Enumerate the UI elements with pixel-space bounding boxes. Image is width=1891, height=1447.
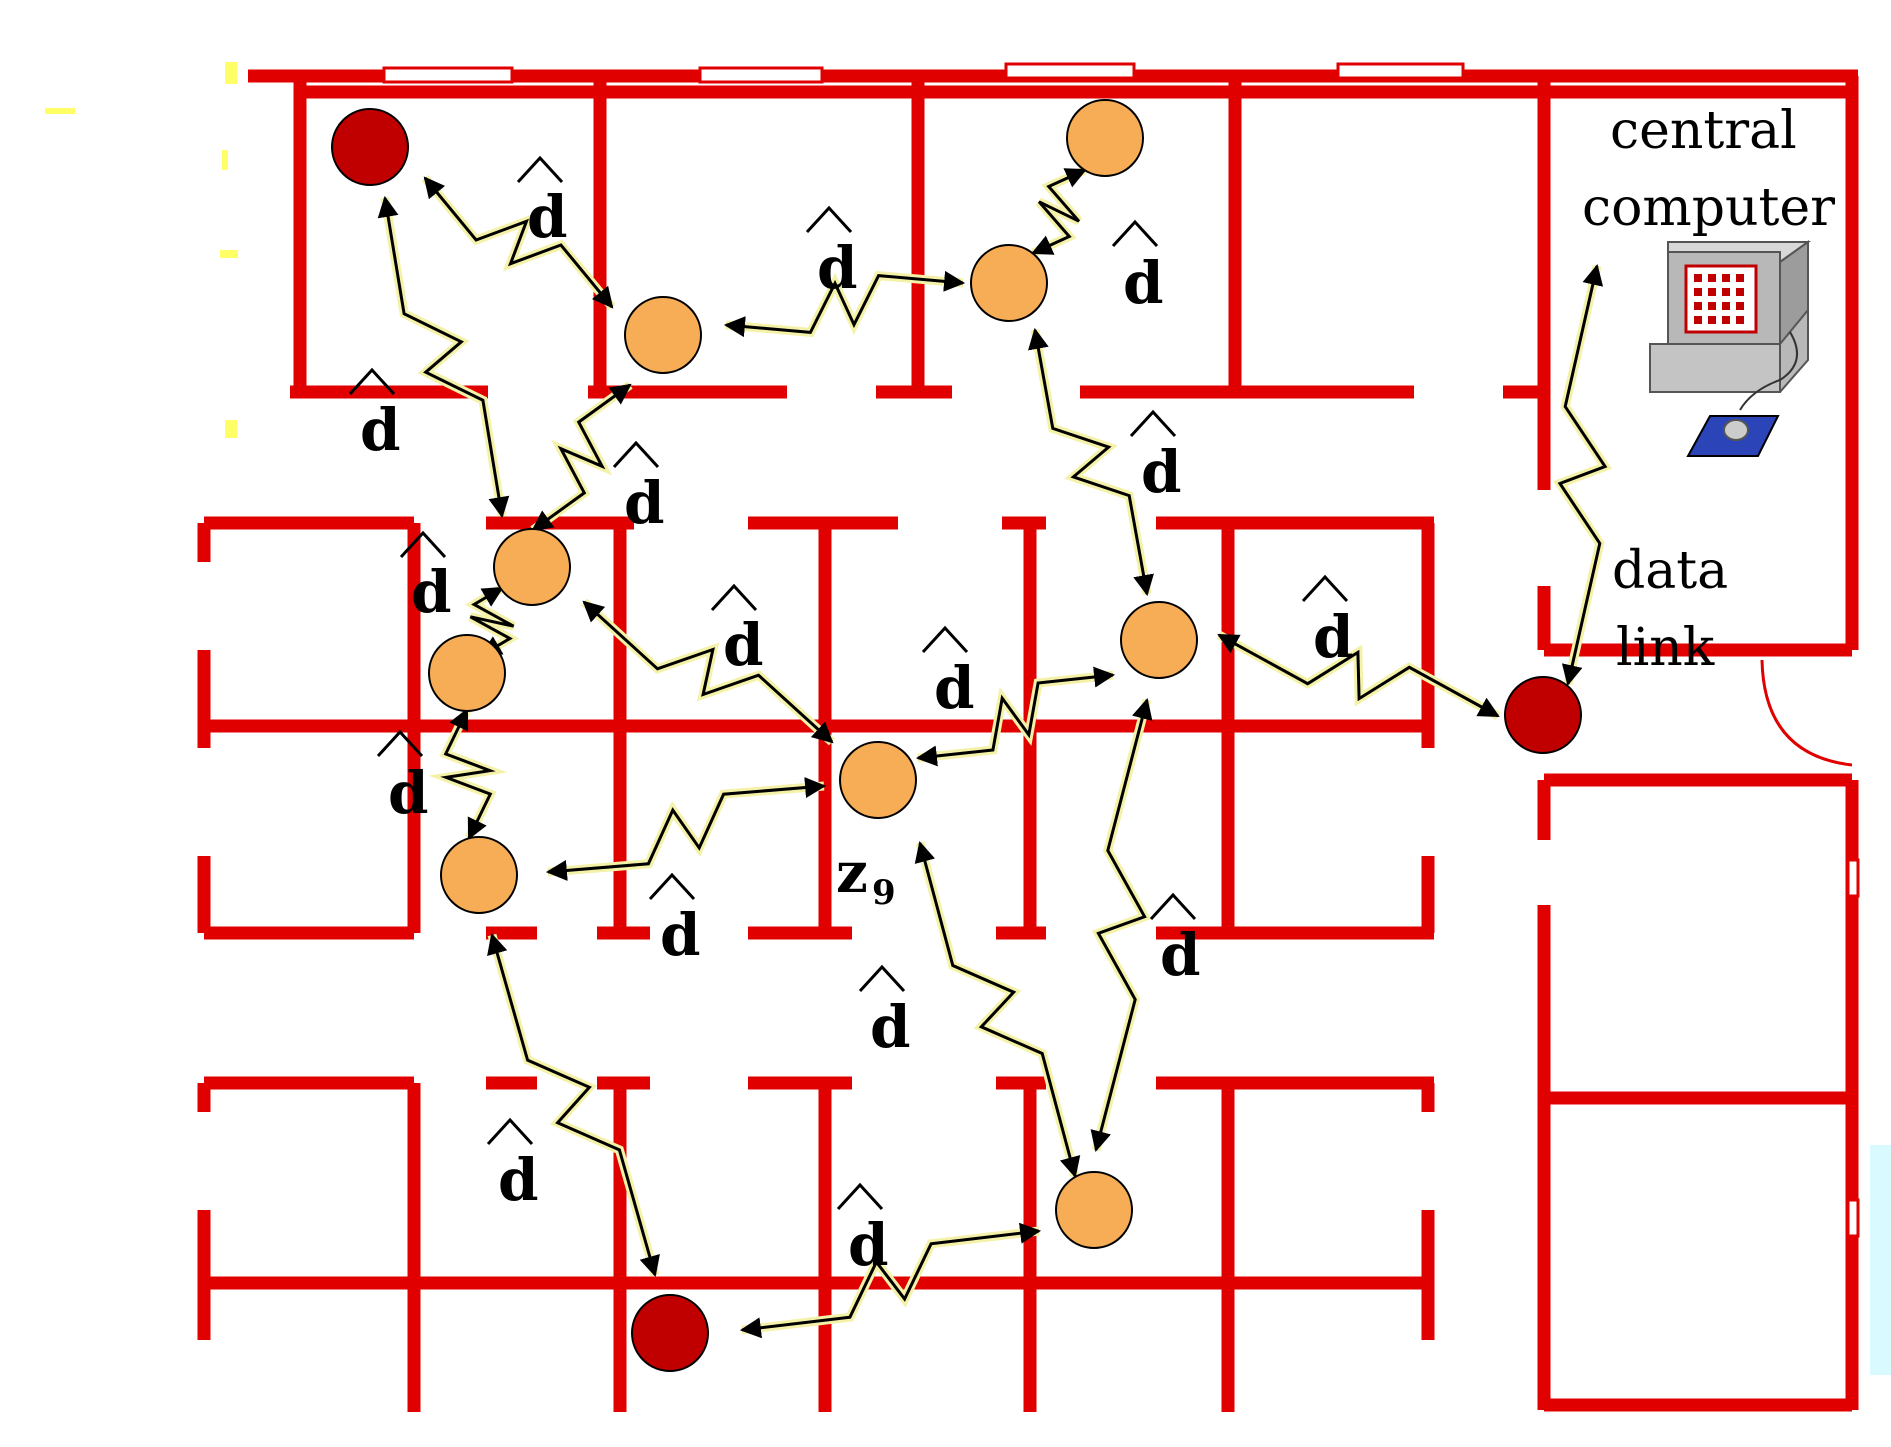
distance-label-d: d: [498, 1146, 539, 1214]
data-link-label-line1: data: [1612, 541, 1728, 601]
sensor-node-z9: [839, 741, 917, 819]
wireless-link-arrow: [1028, 327, 1154, 597]
wireless-link-arrow: [1216, 631, 1501, 720]
distance-label-d: d: [360, 396, 401, 464]
wireless-link-arrow: [421, 175, 616, 310]
top-wall-windows: [382, 62, 1860, 1238]
wireless-link-arrow: [914, 840, 1081, 1179]
distance-label-d: d: [624, 469, 665, 537]
estimate-hat: [805, 205, 853, 234]
distance-label-d: d: [527, 183, 568, 251]
sensor-node: [1055, 1171, 1133, 1249]
wireless-link-arrow: [428, 708, 508, 840]
wireless-link-arrow: [1553, 263, 1612, 687]
distance-label-d: d: [1313, 603, 1354, 671]
distance-label-d: d: [660, 901, 701, 969]
distance-label-d: d: [1160, 921, 1201, 989]
wireless-link-arrow: [739, 1222, 1042, 1339]
sensor-nodes: [331, 99, 1582, 1372]
data-link-label-line2: link: [1616, 618, 1715, 678]
wireless-links: [377, 165, 1612, 1339]
wireless-link-arrow: [487, 932, 660, 1278]
wireless-link-arrow: [580, 598, 836, 746]
sensor-node: [1120, 601, 1198, 679]
sensor-node: [1066, 99, 1144, 177]
central-computer-label-line2: computer: [1582, 178, 1835, 238]
sensor-node: [440, 836, 518, 914]
sensor-node: [624, 296, 702, 374]
estimate-hat: [486, 1117, 534, 1146]
estimate-hat: [921, 625, 969, 654]
gateway-node: [1504, 676, 1582, 754]
central-computer-label-line1: central: [1610, 101, 1797, 161]
estimate-hat: [399, 530, 447, 559]
wireless-link-arrow: [545, 777, 827, 881]
computer-icon: [1649, 240, 1812, 457]
distance-label-d: d: [411, 558, 452, 626]
sensor-node: [428, 634, 506, 712]
wireless-link-arrow: [1031, 165, 1087, 258]
wireless-link-arrow: [377, 195, 510, 519]
estimate-hat: [1111, 219, 1159, 248]
z-subscript: 9: [872, 873, 896, 913]
distance-label-d: d: [1123, 249, 1164, 317]
wireless-link-arrow: [915, 666, 1116, 767]
gateway-node: [331, 108, 409, 186]
distance-label-d: d: [870, 993, 911, 1061]
estimate-hat: [348, 367, 396, 396]
wireless-link-arrow: [1090, 697, 1153, 1153]
distance-label-d: d: [388, 759, 429, 827]
estimate-hat: [858, 964, 906, 993]
estimate-hat: [516, 155, 564, 184]
stray-cyan-block: [1870, 1145, 1891, 1375]
estimate-hat: [1301, 574, 1349, 603]
node-label-z9: z 9: [836, 840, 896, 913]
wireless-link-arrow: [723, 270, 966, 338]
estimate-hat: [376, 729, 424, 758]
estimate-hat: [648, 872, 696, 901]
stray-yellow-marks: [45, 62, 238, 438]
distance-label-d: d: [848, 1211, 889, 1279]
estimate-hat: [1149, 892, 1197, 921]
estimate-hat: [612, 440, 660, 469]
distance-labels: d d d d d d d d d d d d d d d d: [360, 183, 1354, 1279]
estimate-hat: [710, 583, 758, 612]
distance-label-d: d: [817, 234, 858, 302]
estimate-hats: [348, 155, 1349, 1211]
sensor-node: [493, 528, 571, 606]
estimate-hat: [1129, 409, 1177, 438]
z-label: z: [836, 840, 868, 906]
gateway-node: [631, 1294, 709, 1372]
estimate-hat: [836, 1182, 884, 1211]
sensor-node: [970, 244, 1048, 322]
wireless-link-arrow: [530, 381, 633, 534]
distance-label-d: d: [934, 654, 975, 722]
wireless-link-arrow: [465, 584, 519, 659]
distance-label-d: d: [1141, 438, 1182, 506]
distance-label-d: d: [723, 611, 764, 679]
